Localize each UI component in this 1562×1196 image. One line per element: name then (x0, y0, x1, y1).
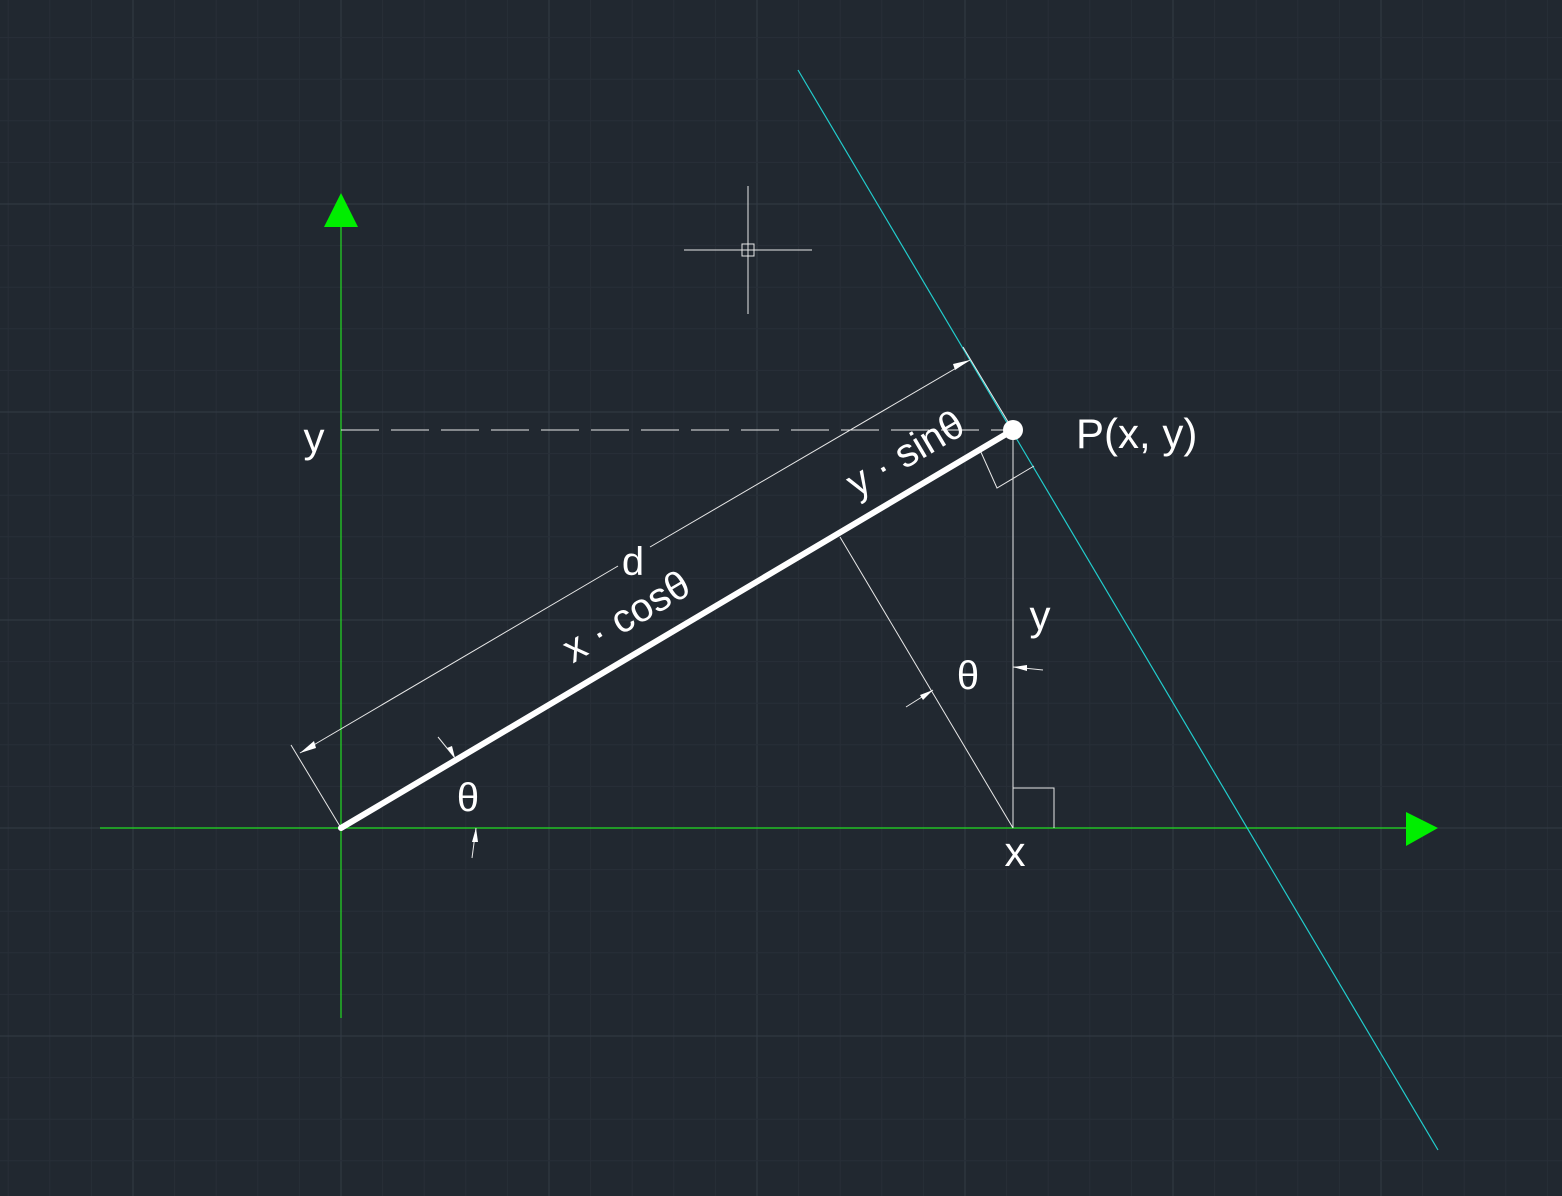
dimension-line-right (649, 359, 971, 548)
dimension-d (290, 346, 1014, 829)
point-p[interactable] (1003, 420, 1023, 440)
right-angle-marker-p (979, 449, 1035, 489)
hough-line (797, 69, 1439, 1151)
y-axis-label: y (304, 414, 325, 461)
theta-tick-origin-upper (437, 736, 456, 759)
axes (100, 193, 1438, 1018)
dimension-arrow-right (953, 360, 970, 370)
dimension-extension-p (962, 346, 1014, 431)
radius-line-d (338, 427, 1016, 831)
y-axis-arrow-icon (324, 193, 358, 227)
theta-arrow-origin-lower (472, 828, 478, 842)
crosshair-cursor-icon (684, 186, 812, 314)
point-label: P(x, y) (1076, 410, 1197, 457)
x-foot-label: x (1005, 828, 1026, 875)
y-vertical-label: y (1030, 592, 1051, 639)
theta-arrow-mid (920, 690, 933, 700)
right-angle-marker-foot (1013, 787, 1055, 828)
dimension-extension-origin (290, 744, 342, 829)
theta-markers (437, 665, 1044, 859)
theta-arrow-vertical (1013, 665, 1027, 671)
theta-label-origin: θ (457, 776, 479, 820)
theta-arrow-origin-upper (447, 746, 455, 758)
perpendicular-line (839, 536, 1014, 829)
dimension-arrow-left (300, 741, 316, 753)
dimension-line-left (299, 565, 619, 754)
x-axis-arrow-icon (1406, 812, 1438, 846)
theta-label-mid: θ (957, 654, 979, 698)
dimension-label-d: d (622, 540, 644, 584)
